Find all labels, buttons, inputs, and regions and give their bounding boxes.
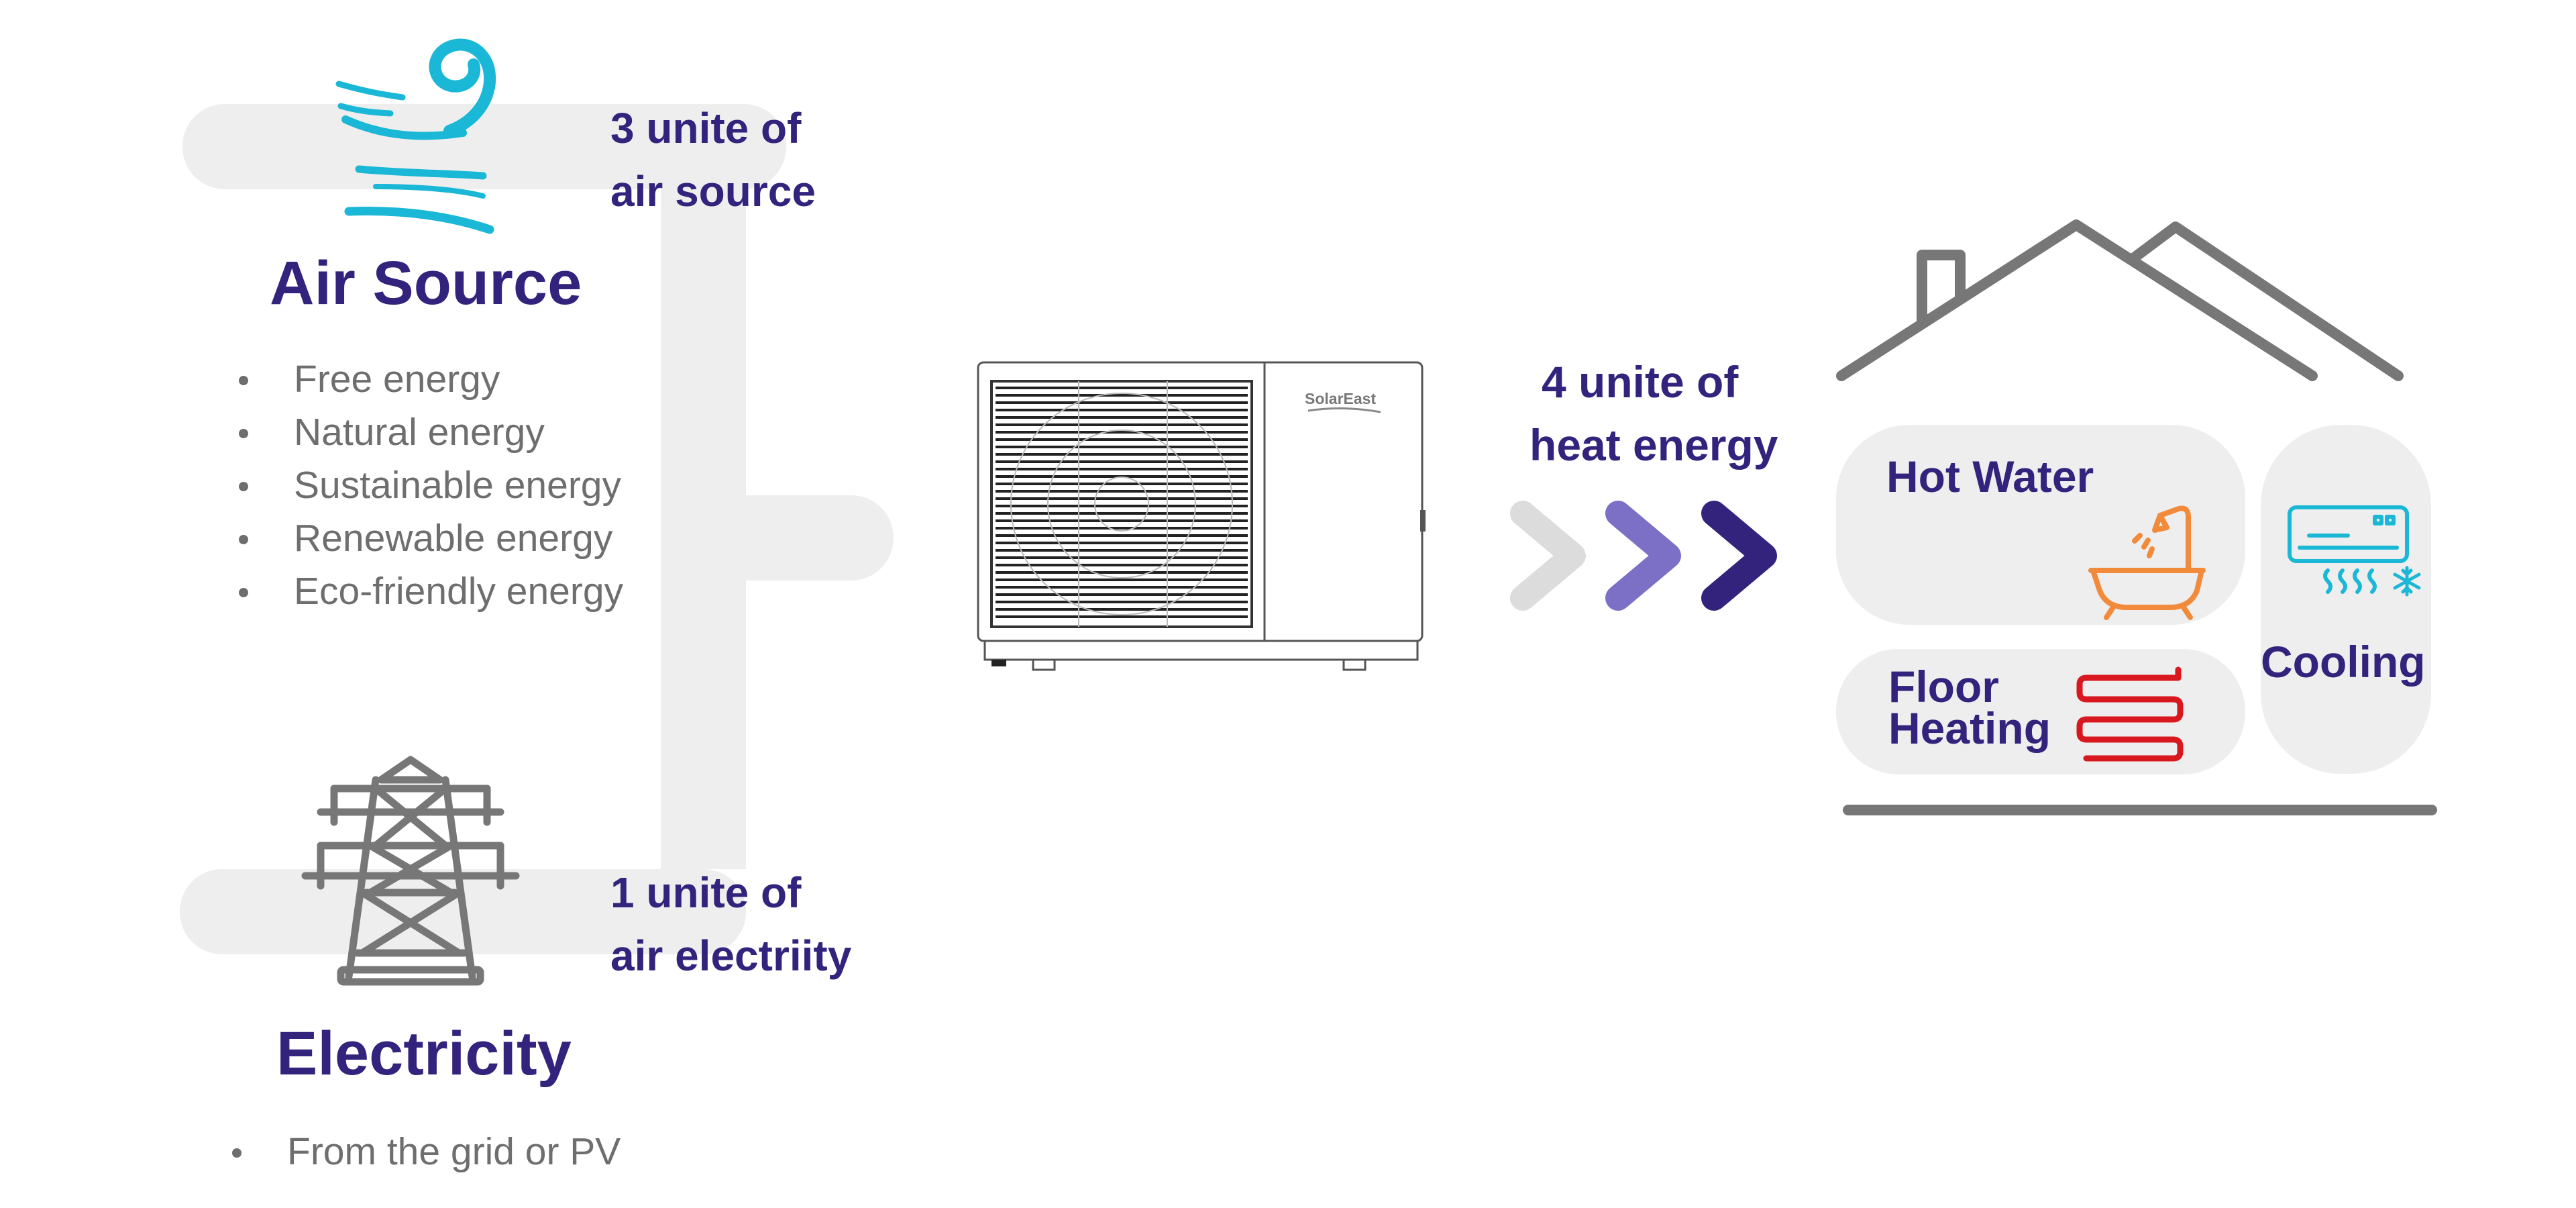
- air-source-units-line-1: 3 unite of: [610, 104, 802, 152]
- cooling-label: Cooling: [2261, 637, 2426, 687]
- list-item: Renewable energy: [237, 512, 623, 565]
- vertical-pipe: [661, 104, 746, 869]
- hot-water-label: Hot Water: [1886, 452, 2094, 501]
- brand-label: SolarEast: [1305, 390, 1376, 407]
- snowflake-icon: [2393, 566, 2421, 597]
- bathtub-icon: [2088, 505, 2206, 620]
- heat-pump-pipe: [691, 495, 894, 581]
- list-item: Eco-friendly energy: [237, 565, 623, 618]
- floor-heating-label: Floor Heating: [1888, 662, 2051, 753]
- floor-heating-line-2: Heating: [1888, 703, 2051, 753]
- wind-icon: [335, 38, 496, 234]
- heat-pump-unit: SolarEast: [977, 361, 1426, 671]
- air-conditioner-icon: [2288, 505, 2421, 597]
- air-source-units-line-2: air source: [610, 167, 816, 215]
- chimney: [1917, 250, 1966, 326]
- arrow-light: [1510, 501, 1586, 611]
- electricity-benefits-list: From the grid or PV: [231, 1125, 621, 1178]
- electricity-units-line-2: air electriity: [610, 932, 852, 980]
- heat-output-line-2: heat energy: [1529, 420, 1778, 470]
- heat-pump-base: [983, 640, 1419, 661]
- flow-arrows: [1510, 501, 1777, 611]
- list-item: Natural energy: [237, 406, 623, 459]
- list-item: Free energy: [237, 353, 623, 406]
- arrow-dark: [1701, 501, 1777, 611]
- roof-front: [1836, 219, 2318, 381]
- roof-back: [2128, 221, 2404, 381]
- list-item: Sustainable energy: [237, 459, 623, 512]
- air-source-benefits-list: Free energy Natural energy Sustainable e…: [237, 353, 623, 618]
- air-source-pipe: [182, 104, 786, 189]
- list-item: From the grid or PV: [231, 1125, 621, 1178]
- power-pylon-icon: [301, 756, 520, 986]
- air-source-units-label: 3 unite of air source: [610, 97, 816, 223]
- fan-icon: [1010, 381, 1233, 627]
- heat-output-units-label: 4 unite of heat energy: [1529, 350, 1778, 476]
- heat-output-line-1: 4 unite of: [1542, 357, 1739, 407]
- house-outline: [1836, 219, 2437, 815]
- electricity-units-label: 1 unite of air electriity: [610, 861, 851, 987]
- air-source-title: Air Source: [270, 249, 582, 317]
- cooling-panel: [2261, 425, 2431, 774]
- electricity-units-line-1: 1 unite of: [610, 868, 802, 917]
- floor-heating-line-1: Floor: [1888, 662, 1999, 711]
- heating-coil-icon: [2076, 666, 2184, 762]
- hot-water-panel: [1836, 425, 2245, 625]
- electricity-title: Electricity: [276, 1019, 572, 1088]
- arrow-mid: [1605, 501, 1681, 611]
